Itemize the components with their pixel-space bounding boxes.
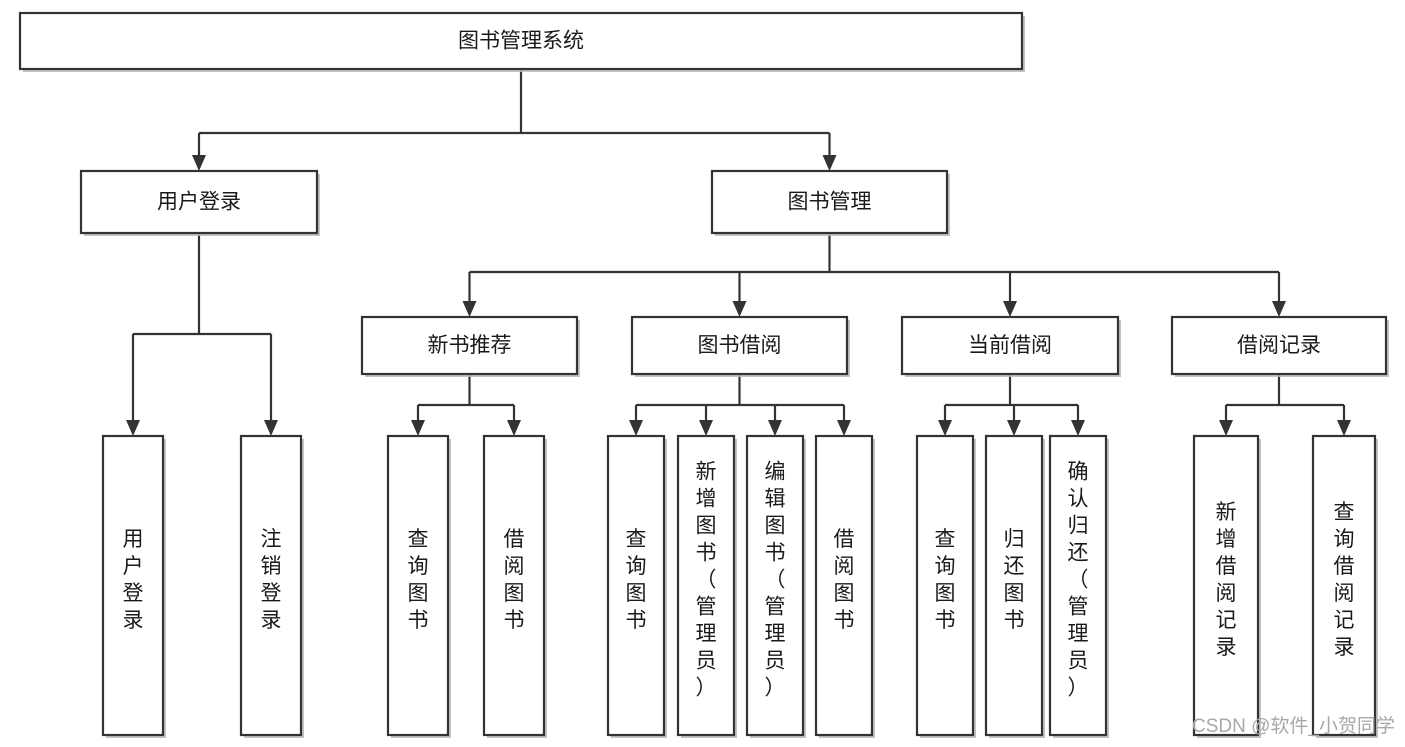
node-leaf-add-record[interactable]: 新增借阅记录 <box>1192 434 1261 738</box>
node-leaf-logout[interactable]: 注销登录 <box>239 434 304 738</box>
arrowhead-user-login <box>192 155 206 171</box>
arrowhead-leaf-borrow-book-1 <box>507 420 521 436</box>
node-box-leaf-borrow-book-1[interactable] <box>482 434 546 737</box>
arrowhead-leaf-query-book-2 <box>629 420 643 436</box>
connector-layer <box>126 69 1351 436</box>
node-label-current-borrow: 当前借阅 <box>968 334 1052 357</box>
node-box-leaf-query-record[interactable] <box>1311 434 1377 737</box>
node-leaf-borrow-book-1[interactable]: 借阅图书 <box>482 434 547 738</box>
node-leaf-confirm-return[interactable]: 确认归还（管理员） <box>1048 434 1109 738</box>
node-borrow-record[interactable]: 借阅记录 <box>1170 315 1389 377</box>
arrowhead-book-borrow <box>732 301 747 317</box>
arrowhead-leaf-edit-book <box>768 420 782 436</box>
node-label-leaf-confirm-return: 确认归还（管理员） <box>1068 461 1089 700</box>
node-leaf-user-login[interactable]: 用户登录 <box>101 434 166 738</box>
arrowhead-borrow-record <box>1272 301 1286 317</box>
node-label-user-login: 用户登录 <box>157 191 241 214</box>
node-label-book-borrow: 图书借阅 <box>698 334 782 357</box>
node-book-manage[interactable]: 图书管理 <box>710 169 950 236</box>
node-leaf-edit-book[interactable]: 编辑图书（管理员） <box>745 434 806 738</box>
node-label-leaf-query-record: 查询借阅记录 <box>1334 501 1355 659</box>
node-book-borrow[interactable]: 图书借阅 <box>630 315 850 377</box>
node-leaf-borrow-book-2[interactable]: 借阅图书 <box>814 434 875 738</box>
node-leaf-query-book-2[interactable]: 查询图书 <box>606 434 667 738</box>
arrowhead-leaf-query-record <box>1337 420 1351 436</box>
csdn-watermark: CSDN @软件_小贺同学 <box>1192 715 1395 737</box>
node-label-leaf-add-record: 新增借阅记录 <box>1216 501 1237 659</box>
node-box-leaf-confirm-return[interactable] <box>1048 434 1108 737</box>
node-user-login[interactable]: 用户登录 <box>79 169 320 236</box>
node-box-user-login[interactable] <box>79 169 319 235</box>
arrowhead-leaf-add-book <box>699 420 713 436</box>
node-box-leaf-return-book[interactable] <box>984 434 1044 737</box>
node-box-book-manage[interactable] <box>710 169 949 235</box>
node-box-new-book-recommend[interactable] <box>360 315 579 376</box>
node-label-leaf-query-book-3: 查询图书 <box>935 528 956 632</box>
arrowhead-leaf-user-login <box>126 420 140 436</box>
node-label-leaf-add-book: 新增图书（管理员） <box>696 461 717 700</box>
node-leaf-query-book-3[interactable]: 查询图书 <box>915 434 976 738</box>
node-leaf-query-record[interactable]: 查询借阅记录 <box>1311 434 1378 738</box>
node-label-leaf-edit-book: 编辑图书（管理员） <box>765 461 786 700</box>
node-label-leaf-user-login: 用户登录 <box>123 528 144 632</box>
node-label-leaf-query-book-2: 查询图书 <box>626 528 647 632</box>
node-box-book-borrow[interactable] <box>630 315 849 376</box>
arrowhead-new-book-recommend <box>462 301 477 317</box>
node-box-leaf-logout[interactable] <box>239 434 303 737</box>
node-label-leaf-borrow-book-1: 借阅图书 <box>504 528 525 632</box>
node-label-leaf-query-book-1: 查询图书 <box>408 528 429 632</box>
node-label-root: 图书管理系统 <box>458 30 584 53</box>
arrowhead-leaf-logout <box>264 420 278 436</box>
node-box-leaf-query-book-2[interactable] <box>606 434 666 737</box>
node-box-leaf-query-book-3[interactable] <box>915 434 975 737</box>
arrowhead-leaf-borrow-book-2 <box>837 420 851 436</box>
arrowhead-leaf-query-book-1 <box>411 420 425 436</box>
node-label-book-manage: 图书管理 <box>788 191 872 214</box>
node-box-root[interactable] <box>18 11 1024 71</box>
node-box-leaf-user-login[interactable] <box>101 434 165 737</box>
arrowhead-current-borrow <box>1003 301 1017 317</box>
node-box-borrow-record[interactable] <box>1170 315 1388 376</box>
node-box-leaf-query-book-1[interactable] <box>386 434 450 737</box>
node-leaf-add-book[interactable]: 新增图书（管理员） <box>676 434 737 738</box>
node-box-leaf-add-record[interactable] <box>1192 434 1260 737</box>
node-box-leaf-add-book[interactable] <box>676 434 736 737</box>
node-box-current-borrow[interactable] <box>900 315 1120 376</box>
arrowhead-book-manage <box>822 155 837 171</box>
arrowhead-leaf-query-book-3 <box>938 420 952 436</box>
node-box-leaf-edit-book[interactable] <box>745 434 805 737</box>
node-label-new-book-recommend: 新书推荐 <box>428 334 512 357</box>
node-leaf-query-book-1[interactable]: 查询图书 <box>386 434 451 738</box>
node-label-leaf-logout: 注销登录 <box>261 528 282 632</box>
node-root[interactable]: 图书管理系统 <box>18 11 1025 72</box>
node-label-leaf-borrow-book-2: 借阅图书 <box>834 528 855 632</box>
node-label-leaf-return-book: 归还图书 <box>1004 528 1025 632</box>
arrowhead-leaf-add-record <box>1219 420 1233 436</box>
node-new-book-recommend[interactable]: 新书推荐 <box>360 315 580 377</box>
node-layer: 图书管理系统用户登录图书管理新书推荐图书借阅当前借阅借阅记录用户登录注销登录查询… <box>18 11 1389 738</box>
arrowhead-leaf-confirm-return <box>1071 420 1085 436</box>
node-box-leaf-borrow-book-2[interactable] <box>814 434 874 737</box>
node-leaf-return-book[interactable]: 归还图书 <box>984 434 1045 738</box>
node-current-borrow[interactable]: 当前借阅 <box>900 315 1121 377</box>
arrowhead-leaf-return-book <box>1007 420 1021 436</box>
node-label-borrow-record: 借阅记录 <box>1237 334 1321 357</box>
